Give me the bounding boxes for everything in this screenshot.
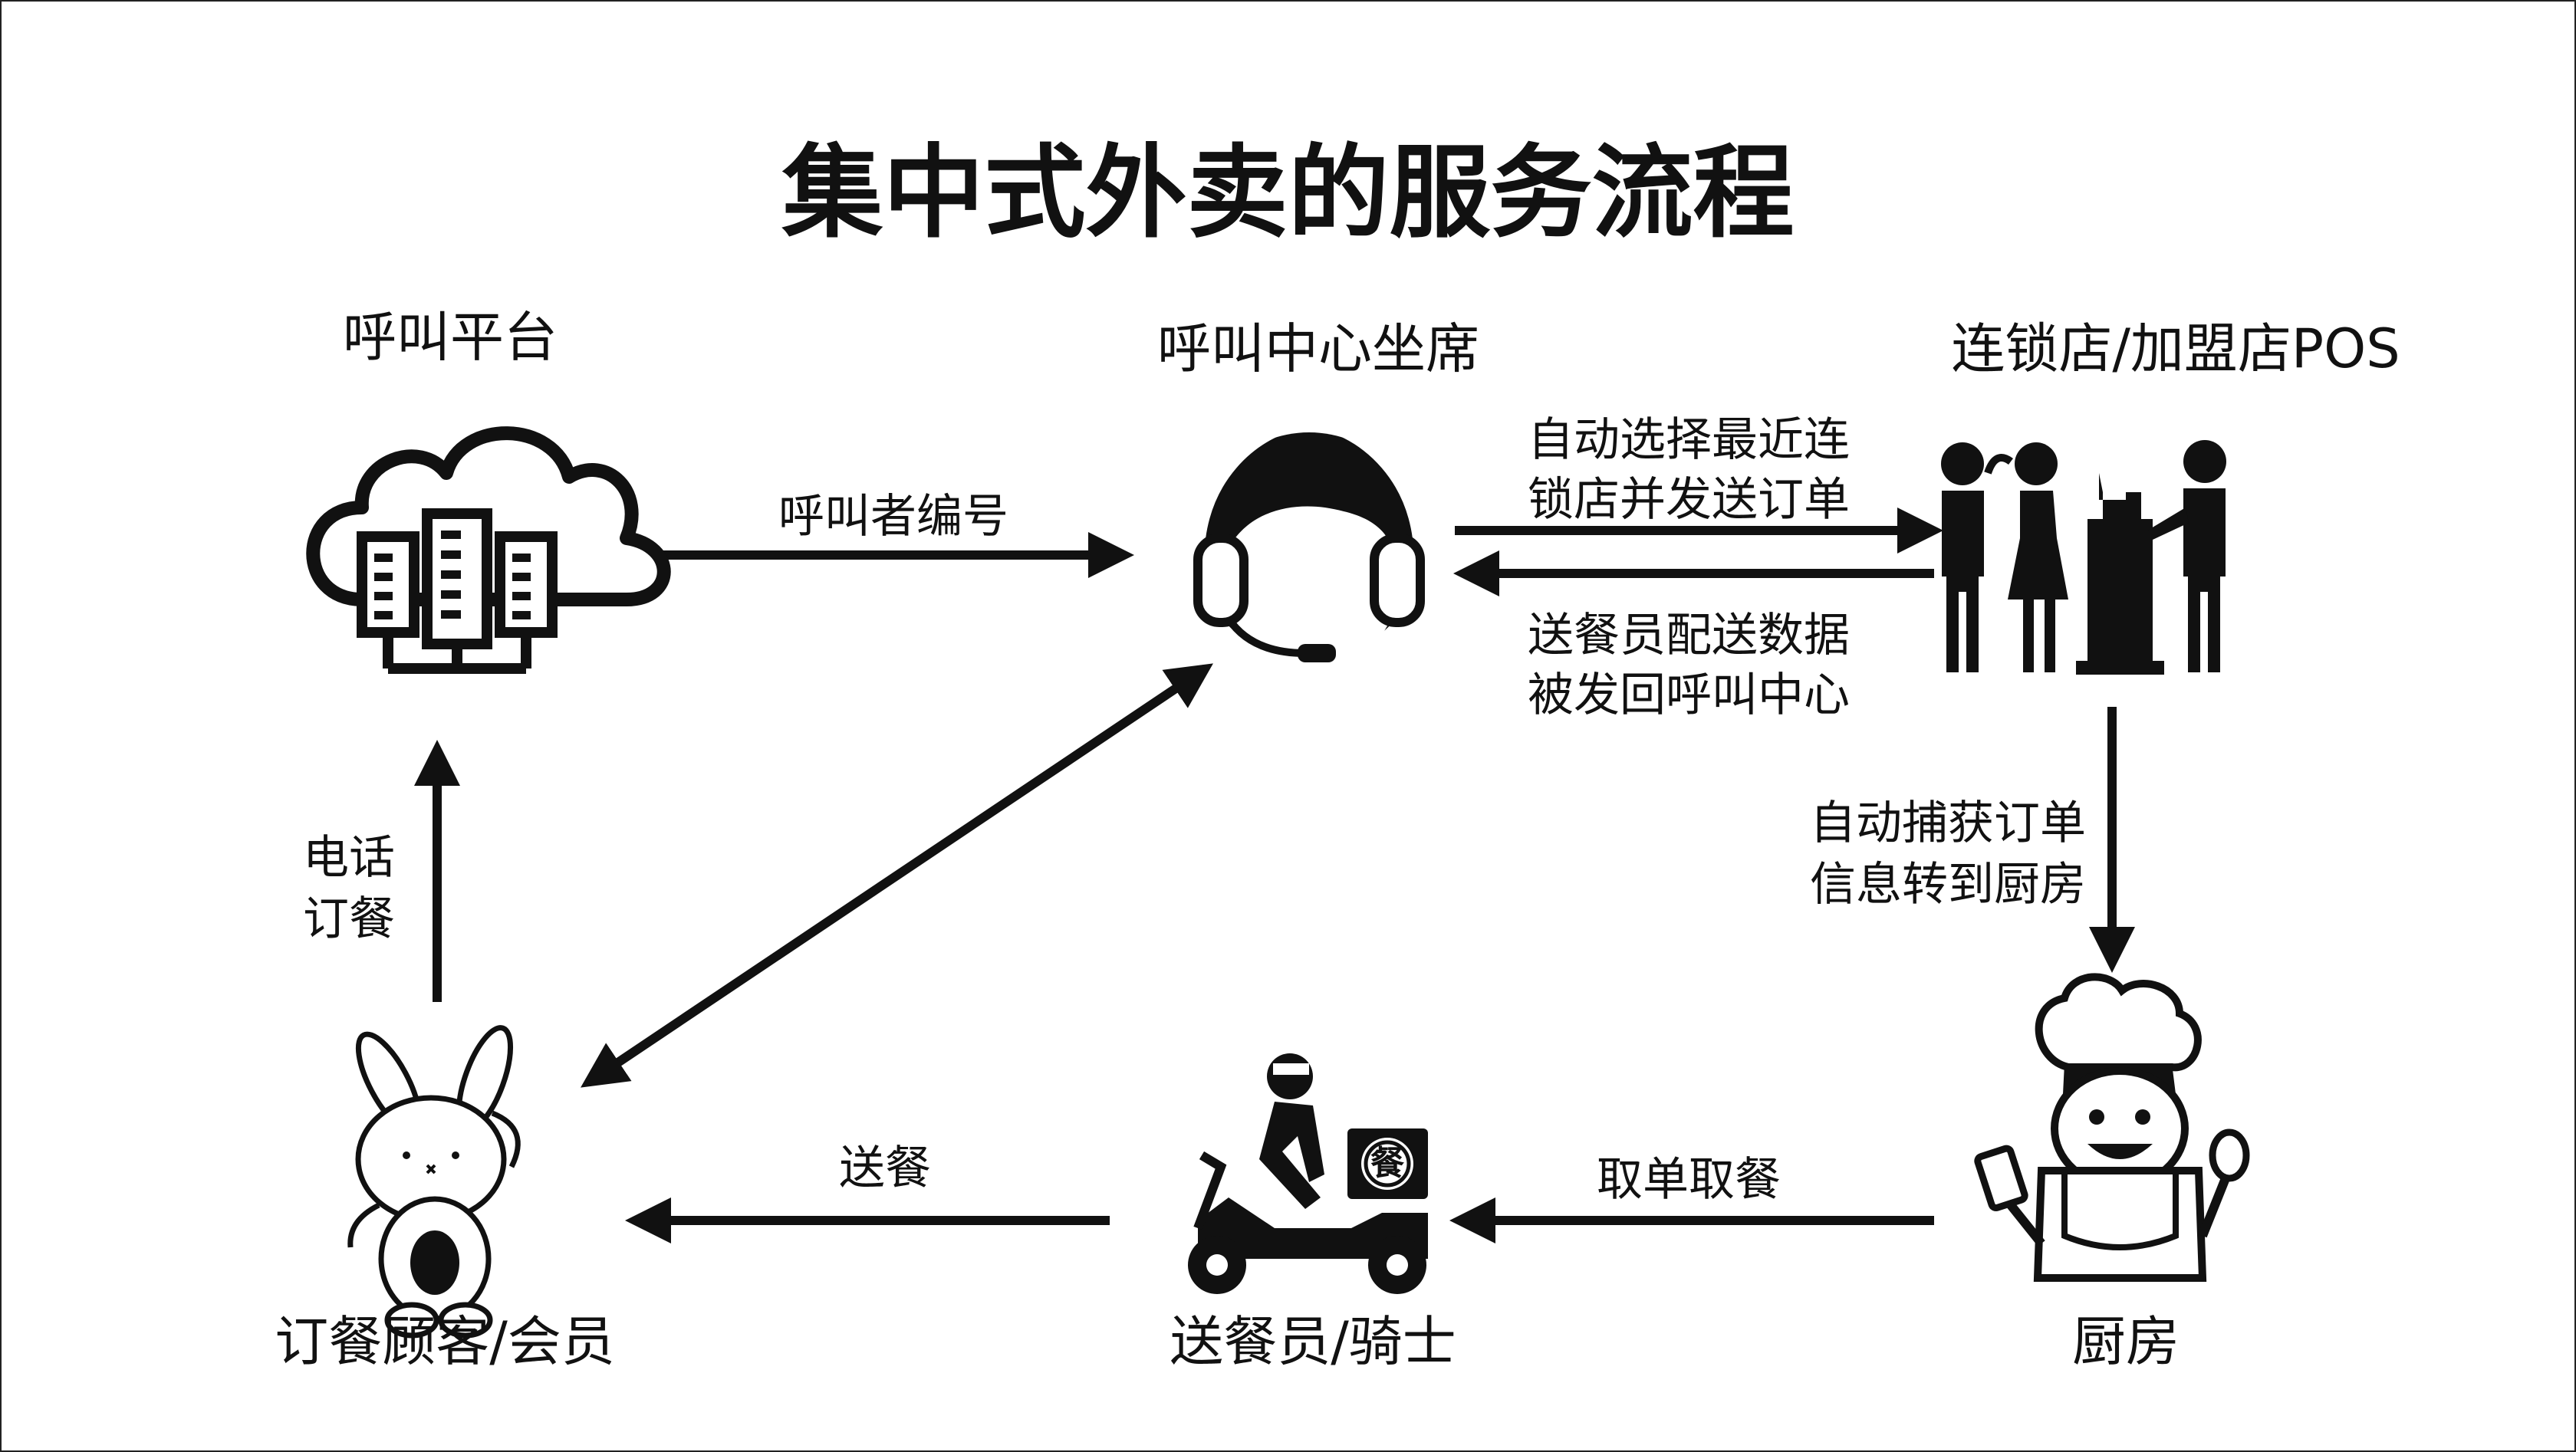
edge-label-capture-order-line2: 信息转到厨房 <box>1810 858 2086 912</box>
chef-icon <box>1974 973 2250 1282</box>
edge-label-delivery-data-line2: 被发回呼叫中心 <box>1528 669 1850 722</box>
edge-label-phone-order-line2: 订餐 <box>303 892 395 946</box>
node-label-callcenter: 呼叫中心坐席 <box>1157 317 1479 380</box>
edge-label-pickup: 取单取餐 <box>1597 1153 1781 1207</box>
edge-label-select-store-line1: 自动选择最近连 <box>1528 413 1850 467</box>
delivery-box-glyph: 餐 <box>1370 1144 1404 1183</box>
cloud-server-icon <box>306 426 671 674</box>
edge-label-phone-order-line1: 电话 <box>303 831 395 885</box>
bunny-customer-icon <box>347 1025 521 1339</box>
headset-agent-icon <box>1193 417 1425 676</box>
edge-label-deliver: 送餐 <box>839 1142 931 1195</box>
node-label-platform: 呼叫平台 <box>343 306 558 369</box>
arrow-customer-callcenter-bidirectional <box>581 663 1213 1088</box>
diagram-title: 集中式外卖的服务流程 <box>781 134 1795 252</box>
node-label-customer: 订餐顾客/会员 <box>275 1310 615 1373</box>
edge-label-delivery-data-line1: 送餐员配送数据 <box>1528 609 1850 662</box>
edge-label-capture-order-line1: 自动捕获订单 <box>1810 797 2086 850</box>
node-label-store: 连锁店/加盟店POS <box>1951 317 2400 380</box>
node-label-kitchen: 厨房 <box>2072 1310 2180 1373</box>
edge-label-caller-id: 呼叫者编号 <box>778 490 1008 544</box>
store-pos-icon <box>1941 440 2226 675</box>
node-label-rider: 送餐员/骑士 <box>1170 1310 1456 1373</box>
delivery-scooter-icon <box>1188 1053 1428 1294</box>
edge-label-select-store-line2: 锁店并发送订单 <box>1528 473 1850 527</box>
